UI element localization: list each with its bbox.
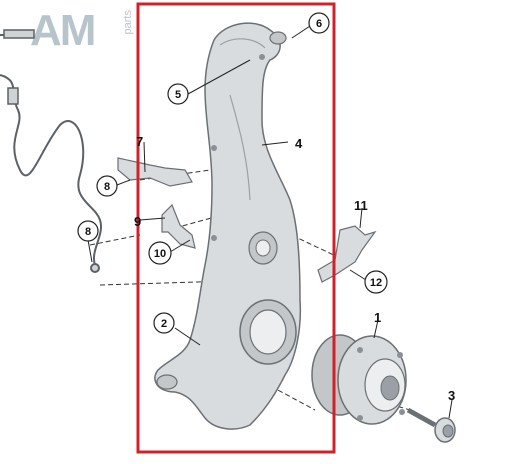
callout-12: 12 xyxy=(364,270,388,294)
callout-6-text: 6 xyxy=(316,18,322,30)
hub-bolt xyxy=(406,407,456,443)
label-3: 3 xyxy=(448,388,455,403)
callout-8-upper-text: 8 xyxy=(104,181,110,193)
callout-10-text: 10 xyxy=(154,248,166,260)
callout-6: 6 xyxy=(308,12,330,34)
highlight-box xyxy=(136,2,336,454)
logo-text: AM xyxy=(30,6,96,55)
label-1: 1 xyxy=(374,310,381,325)
steering-knuckle xyxy=(154,22,302,430)
callout-5: 5 xyxy=(167,83,189,105)
bracket-right xyxy=(317,225,377,283)
label-7: 7 xyxy=(136,134,143,149)
label-4: 4 xyxy=(295,136,303,151)
callout-5-text: 5 xyxy=(175,89,181,101)
callout-8-lower-text: 8 xyxy=(85,226,91,238)
callout-2-text: 2 xyxy=(161,318,167,330)
wheel-hub xyxy=(311,334,407,425)
callout-10: 10 xyxy=(148,241,172,265)
callout-12-text: 12 xyxy=(370,277,382,289)
label-9: 9 xyxy=(134,214,141,229)
callout-8-upper: 8 xyxy=(96,175,118,197)
bracket-lower xyxy=(161,203,196,249)
label-11: 11 xyxy=(354,198,368,213)
bracket-upper xyxy=(117,157,193,187)
abs-sensor-wire xyxy=(0,29,103,273)
callout-8-lower: 8 xyxy=(77,220,99,242)
callout-2: 2 xyxy=(153,312,175,334)
label-leaders xyxy=(87,21,453,419)
brand-logo: AM parts xyxy=(30,6,140,56)
